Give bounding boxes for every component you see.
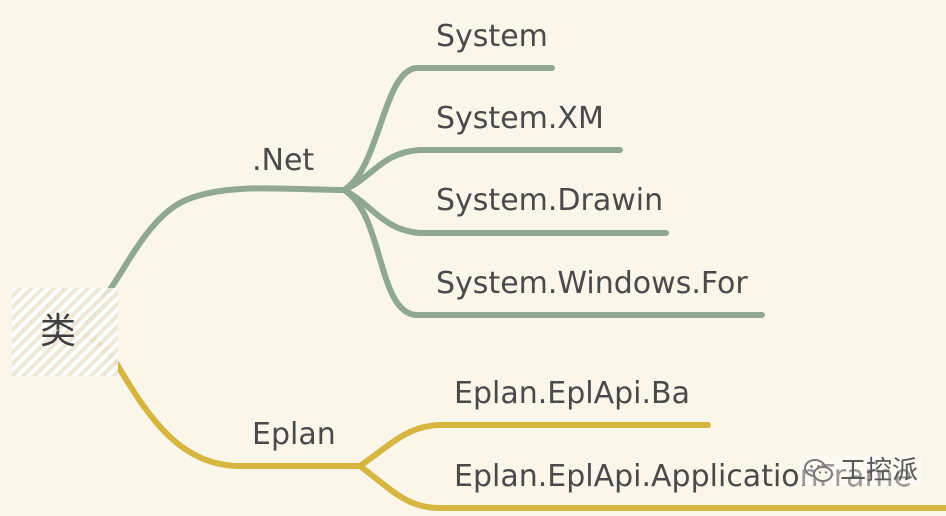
watermark-text: 工控派 [840,456,919,486]
connector-root-net [81,185,347,325]
connector-eplan-ba [357,422,711,469]
connector-net-system-xm [341,147,623,193]
connector-net-system [341,65,555,193]
node-system: System [436,19,548,54]
branch-eplan: Eplan [252,417,336,452]
node-system-drawing: System.Drawin [436,183,664,218]
node-system-windows-forms: System.Windows.For [436,266,748,301]
node-system-xm: System.XM [436,101,604,136]
root-node-highlight [12,288,118,376]
wechat-icon [804,459,833,482]
watermark: 工控派 [800,456,923,486]
connector-root-eplan-main [115,363,363,469]
root-node: 类 [40,311,77,352]
node-eplan-eplapi-applicationframe: Eplan.EplApi.ApplicationFrame [454,459,913,494]
connector-net-system-windows [341,187,765,318]
connector-eplan-applicationframe [357,463,946,511]
branch-net: .Net [252,143,315,178]
node-eplan-eplapi-ba: Eplan.EplApi.Ba [454,376,691,411]
